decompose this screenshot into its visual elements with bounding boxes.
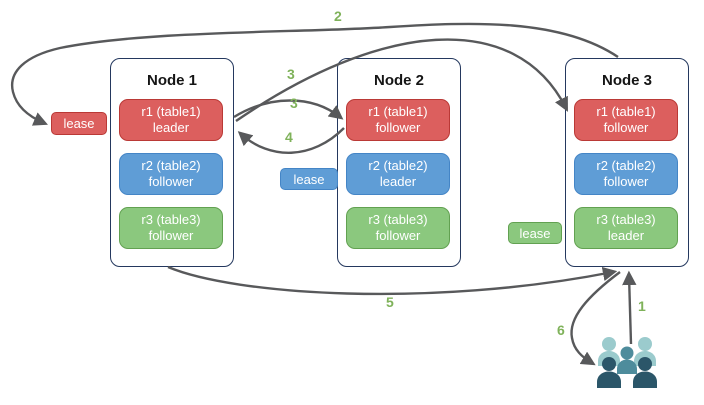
- replica-name: r3 (table3): [596, 212, 656, 228]
- replica-node2-r3: r3 (table3) follower: [346, 207, 450, 249]
- node-3: Node 3 r1 (table1) follower r2 (table2) …: [565, 58, 689, 267]
- step-label-2: 2: [334, 8, 342, 24]
- replica-node3-r1: r1 (table1) follower: [574, 99, 678, 141]
- node-2: Node 2 r1 (table1) follower r2 (table2) …: [337, 58, 461, 267]
- lease-badge-red: lease: [51, 112, 107, 135]
- replica-role: follower: [603, 120, 649, 135]
- replica-role: follower: [603, 174, 649, 189]
- node-1: Node 1 r1 (table1) leader r2 (table2) fo…: [110, 58, 234, 267]
- step-label-1: 1: [638, 298, 646, 314]
- arrow-step5-node1-to-node3: [167, 265, 618, 296]
- replica-node1-r2: r2 (table2) follower: [119, 153, 223, 195]
- replica-role: follower: [375, 120, 421, 135]
- replica-role: leader: [379, 174, 417, 189]
- step-label-3b: 3: [290, 95, 298, 111]
- replica-role: leader: [152, 120, 190, 135]
- node-title: Node 1: [146, 72, 197, 89]
- replica-name: r1 (table1): [141, 104, 201, 120]
- replica-node3-r2: r2 (table2) follower: [574, 153, 678, 195]
- step-label-3a: 3: [287, 66, 295, 82]
- step-label-6: 6: [557, 322, 565, 338]
- replica-node1-r1: r1 (table1) leader: [119, 99, 223, 141]
- step-label-4: 4: [285, 129, 293, 145]
- replica-node3-r3: r3 (table3) leader: [574, 207, 678, 249]
- replica-role: leader: [607, 228, 645, 243]
- lease-badge-blue: lease: [280, 168, 338, 190]
- replica-name: r1 (table1): [596, 104, 656, 120]
- replica-role: follower: [148, 174, 194, 189]
- replica-name: r2 (table2): [368, 158, 428, 174]
- node-title: Node 2: [373, 72, 424, 89]
- replica-name: r3 (table3): [368, 212, 428, 228]
- replica-role: follower: [148, 228, 194, 243]
- replica-node1-r3: r3 (table3) follower: [119, 207, 223, 249]
- replica-node2-r2: r2 (table2) leader: [346, 153, 450, 195]
- replica-node2-r1: r1 (table1) follower: [346, 99, 450, 141]
- arrow-step2-node3-to-lease1: [10, 22, 619, 126]
- arrow-step3-node1-to-node2: [233, 99, 344, 120]
- lease-badge-green: lease: [508, 222, 562, 244]
- replica-name: r1 (table1): [368, 104, 428, 120]
- replica-name: r3 (table3): [141, 212, 201, 228]
- replica-name: r2 (table2): [141, 158, 201, 174]
- replica-name: r2 (table2): [596, 158, 656, 174]
- step-label-5: 5: [386, 294, 394, 310]
- users-group-icon: [597, 337, 657, 388]
- node-title: Node 3: [601, 72, 652, 89]
- replica-role: follower: [375, 228, 421, 243]
